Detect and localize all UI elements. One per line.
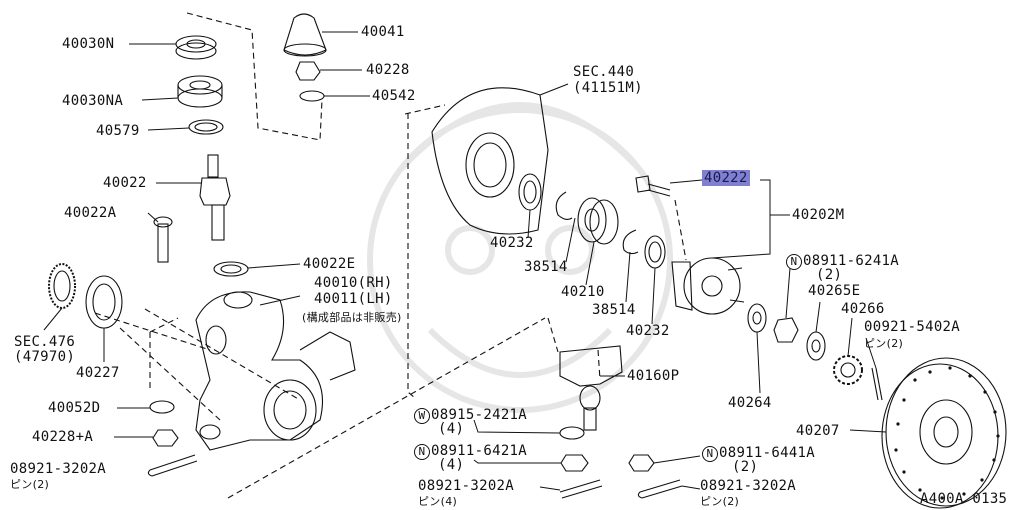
snap-ring-38514b-icon <box>622 229 639 255</box>
label-40266: 40266 <box>841 301 885 317</box>
seal-40232a-icon <box>518 173 542 211</box>
label-08921-mid: 08921-3202A <box>418 478 515 494</box>
washer-40265e-icon <box>806 331 826 361</box>
label-40228a: 40228+A <box>32 429 94 445</box>
washer-40542-icon <box>299 90 325 102</box>
tone-ring-47970-icon <box>48 263 76 309</box>
n-circle-icon: N <box>702 446 718 462</box>
knuckle-40010-icon <box>195 291 356 451</box>
label-40022: 40022 <box>103 175 147 191</box>
label-08921-right: 08921-3202A <box>700 478 797 494</box>
washer-40022e-icon <box>213 261 249 277</box>
n-circle-icon: N <box>414 444 430 460</box>
label-sec476-ref: (47970) <box>14 349 76 365</box>
spindle-40022-icon <box>199 154 231 241</box>
label-40542: 40542 <box>372 88 416 104</box>
label-40222-highlight: 40222 <box>702 170 750 186</box>
backing-plate-41151m-icon <box>431 87 549 235</box>
label-08911-6241a-qty: (2) <box>816 267 843 283</box>
label-40227: 40227 <box>76 365 120 381</box>
bearing-40210-icon <box>577 197 619 245</box>
nut-08911-6241a-icon <box>773 317 799 343</box>
label-40011: 40011(LH) <box>314 291 393 307</box>
label-sec476: SEC.476 <box>14 334 76 350</box>
hub-bolt-40222-icon <box>635 175 671 197</box>
label-00921-pin: ピン(2) <box>864 337 904 350</box>
rotor-40207-icon <box>881 357 1007 509</box>
label-40207: 40207 <box>796 423 840 439</box>
pin-08921-mid-icon <box>559 479 603 499</box>
pin-08921-left-icon <box>147 454 198 477</box>
label-40210: 40210 <box>561 284 605 300</box>
cotter-pin-00921-icon <box>871 367 883 401</box>
label-08921-left-pin: ピン(2) <box>10 478 50 491</box>
seal-40227-icon <box>85 275 123 329</box>
label-40264: 40264 <box>728 395 772 411</box>
snap-ring-38514a-icon <box>555 191 573 221</box>
nut-40228a-icon <box>152 429 179 447</box>
label-40160p: 40160P <box>627 368 680 384</box>
label-40030n: 40030N <box>62 36 115 52</box>
label-not-sold-note: (構成部品は非販売) <box>302 311 402 324</box>
label-40022a: 40022A <box>64 205 117 221</box>
label-38514-a: 38514 <box>524 259 568 275</box>
watermark-emblem <box>367 102 673 413</box>
label-40030na: 40030NA <box>62 93 124 109</box>
label-40010: 40010(RH) <box>314 275 393 291</box>
label-00921: 00921-5402A <box>864 319 961 335</box>
label-08921-right-pin: ピン(2) <box>700 495 740 508</box>
washer-08915-icon <box>559 426 585 440</box>
pin-08921-right-icon <box>637 479 683 499</box>
label-40222: 40222 <box>702 170 750 186</box>
label-sec440-ref: (41151M) <box>573 80 643 96</box>
nut-08911-6441a-icon <box>628 454 655 472</box>
label-08921-left: 08921-3202A <box>10 461 107 477</box>
label-40228: 40228 <box>366 62 410 78</box>
ball-joint-40160p-icon <box>559 345 623 431</box>
w-circle-icon: W <box>414 408 430 424</box>
label-40579: 40579 <box>96 123 140 139</box>
lock-nut-40266-icon <box>833 355 863 385</box>
label-08915-qty: (4) <box>438 421 465 437</box>
boot-40041-icon <box>283 13 327 57</box>
seal-40232b-icon <box>644 235 666 269</box>
label-40232-a: 40232 <box>490 235 534 251</box>
label-40041: 40041 <box>361 24 405 40</box>
bolt-40022a-icon <box>153 216 173 263</box>
label-40232-b: 40232 <box>626 323 670 339</box>
nut-08911-6421a-icon <box>560 454 589 472</box>
label-40022e: 40022E <box>303 256 356 272</box>
bearing-40030n-icon <box>175 35 217 60</box>
label-sec440: SEC.440 <box>573 64 635 80</box>
n-circle-icon: N <box>786 254 802 270</box>
washer-40052d-icon <box>149 400 175 414</box>
washer-40264-icon <box>747 303 767 333</box>
label-40202m: 40202M <box>792 207 845 223</box>
label-08911-6441a-qty: (2) <box>732 459 759 475</box>
label-08921-mid-pin: ピン(4) <box>418 495 458 508</box>
bearing-40030na-icon <box>177 75 223 108</box>
seal-40579-icon <box>188 119 224 135</box>
label-08911-6421a-qty: (4) <box>438 457 465 473</box>
label-40052d: 40052D <box>48 400 101 416</box>
hub-40202m-icon <box>671 257 745 315</box>
figure-code: A400A 0135 <box>920 491 1008 507</box>
nut-40228-icon <box>295 61 321 81</box>
label-40265e: 40265E <box>808 283 861 299</box>
label-38514-b: 38514 <box>592 302 636 318</box>
